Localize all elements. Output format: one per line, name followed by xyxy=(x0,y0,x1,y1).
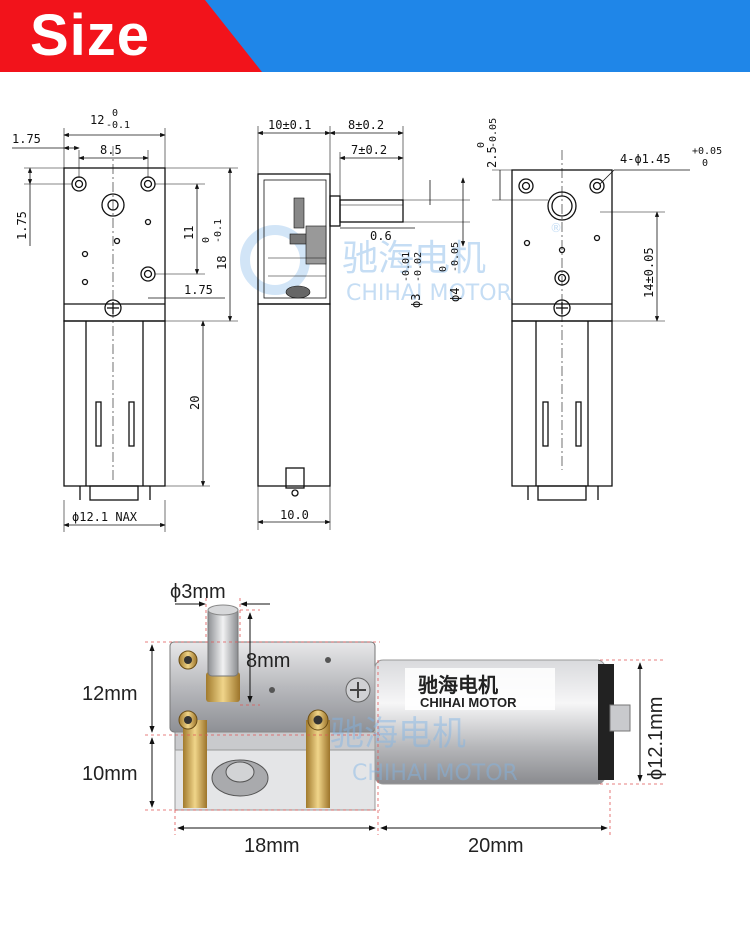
side-view xyxy=(257,126,470,530)
dim-width-tol-upper: 0 xyxy=(112,108,118,119)
dim-shaft-length: 8±0.2 xyxy=(348,118,384,132)
label-top-height: 12mm xyxy=(82,683,138,705)
page-title: Size xyxy=(30,3,151,68)
dim-shaft-d2: ϕ4 xyxy=(448,288,462,302)
dim-inner-height: 11 xyxy=(182,226,196,240)
dim-height: 18 xyxy=(215,256,229,270)
dim-top-offset: 1.75 xyxy=(15,211,29,240)
dim-shaft-d1-tol-lower: -0.02 xyxy=(413,252,424,282)
photo-dimensions xyxy=(145,598,665,835)
dim-holes-tol-upper: +0.05 xyxy=(692,146,722,157)
dim-shaft-d2-tol-upper: 0 xyxy=(438,266,449,272)
photo-watermark-cn: 驰海电机 xyxy=(330,714,466,754)
dim-hole-spacing: 14±0.05 xyxy=(642,247,656,298)
watermark-en: CHIHAI MOTOR xyxy=(346,281,512,306)
label-shaft: ϕ3mm xyxy=(170,581,226,603)
label-shaft-len: 8mm xyxy=(246,650,290,672)
photo-dim-arrows xyxy=(149,601,643,831)
dim-height-tol-lower: -0.1 xyxy=(213,219,224,243)
size-banner: Size xyxy=(0,0,750,72)
label-bottom-height: 10mm xyxy=(82,763,138,785)
photo-labels: ϕ3mm 8mm 12mm 10mm 18mm 20mm ϕ12.1mm xyxy=(82,581,667,857)
dim-shaft-d1: ϕ3 xyxy=(409,294,423,308)
dim-left-offset: 1.75 xyxy=(12,132,41,146)
right-view xyxy=(492,150,690,501)
dim-height-tol-upper: 0 xyxy=(201,237,212,243)
dim-top-tol-upper: 0 xyxy=(476,142,487,148)
banner-shapes xyxy=(0,0,750,72)
front-view-labels: 12 0 -0.1 1.75 8.5 1.75 11 18 0 -0.1 1.7… xyxy=(12,108,229,524)
dim-width: 12 xyxy=(90,113,104,127)
dim-motor-diameter: ϕ12.1 NAX xyxy=(72,510,138,524)
brass-pillar-right xyxy=(306,720,330,808)
shaft-bushing xyxy=(206,672,240,702)
label-gearbox-len: 18mm xyxy=(244,835,300,857)
motor-sticker xyxy=(405,668,555,710)
dim-shaft-d1-tol-upper: -0.01 xyxy=(401,252,412,282)
sticker-en: CHIHAI MOTOR xyxy=(420,695,517,710)
dim-hole-pitch: 8.5 xyxy=(100,143,122,157)
dim-holes-tol-lower: 0 xyxy=(702,158,708,169)
watermark: 驰海电机 CHIHAI MOTOR ® xyxy=(240,221,562,306)
banner-red xyxy=(0,0,262,72)
gearbox-bottom-plate xyxy=(174,749,376,811)
dim-width-tol-lower: -0.1 xyxy=(106,120,130,131)
dim-bottom-offset: 1.75 xyxy=(184,283,213,297)
dim-holes: 4-ϕ1.45 xyxy=(620,152,671,166)
dim-top: 2.5 xyxy=(485,146,499,168)
motor-end-cap xyxy=(598,664,614,780)
label-motor-len: 20mm xyxy=(468,835,524,857)
dim-gearbox-width: 10±0.1 xyxy=(268,118,311,132)
motor-photo: 驰海电机 CHIHAI MOTOR 驰海电机 CHIHAI MOTOR xyxy=(169,604,631,811)
right-view-labels: 2.5 0 -0.05 4-ϕ1.45 +0.05 0 14±0.05 xyxy=(476,118,722,298)
brass-pillar-left xyxy=(183,720,207,808)
motor-terminal xyxy=(609,704,631,732)
label-motor-dia: ϕ12.1mm xyxy=(645,697,667,780)
dim-flat-depth: 0.6 xyxy=(370,229,392,243)
dim-motor-width: 10.0 xyxy=(280,508,309,522)
front-view xyxy=(12,128,238,532)
dim-shaft-flat: 7±0.2 xyxy=(351,143,387,157)
watermark-registered: ® xyxy=(550,221,562,235)
dim-shaft-d2-tol-lower: -0.05 xyxy=(450,242,461,272)
technical-drawing: 驰海电机 CHIHAI MOTOR ® xyxy=(12,108,722,857)
sticker-cn: 驰海电机 xyxy=(418,673,498,697)
dim-motor-length: 20 xyxy=(188,396,202,410)
side-view-labels: 10±0.1 8±0.2 7±0.2 0.6 ϕ3 -0.01 -0.02 ϕ4… xyxy=(268,118,462,522)
photo-watermark-en: CHIHAI MOTOR xyxy=(352,761,518,786)
dim-top-tol-lower: -0.05 xyxy=(488,118,499,148)
